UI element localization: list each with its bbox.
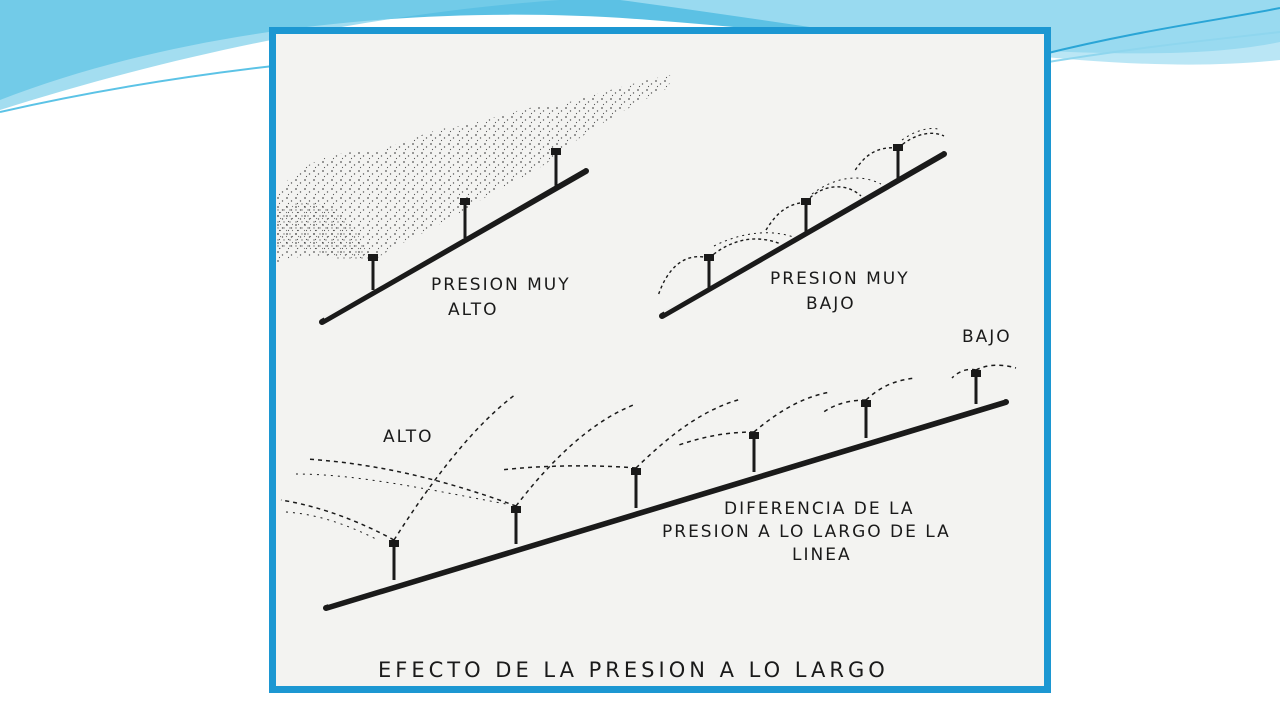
label-line-start-high: ALTO — [383, 427, 434, 447]
high-pressure-sprinkler-line — [276, 74, 676, 325]
label-pressure-difference-line2: PRESION A LO LARGO DE LA — [662, 522, 951, 542]
label-very-high-pressure-line2: ALTO — [448, 300, 499, 320]
diagram-caption: EFECTO DE LA PRESION A LO LARGO — [378, 658, 889, 682]
diagram-frame: PRESION MUY ALTO PRESION MUY BAJO BAJO A… — [269, 27, 1051, 693]
label-pressure-difference-line3: LINEA — [792, 545, 852, 565]
sprinkler-pressure-illustration — [276, 74, 1017, 611]
pressure-difference-sprinkler-line — [280, 364, 1017, 611]
label-very-low-pressure-line1: PRESION MUY — [770, 269, 910, 289]
label-pressure-difference-line1: DIFERENCIA DE LA — [724, 499, 915, 519]
label-line-end-low: BAJO — [962, 327, 1012, 347]
label-very-low-pressure-line2: BAJO — [806, 294, 856, 314]
label-very-high-pressure-line1: PRESION MUY — [431, 275, 571, 295]
low-pressure-sprinkler-line — [657, 127, 947, 319]
